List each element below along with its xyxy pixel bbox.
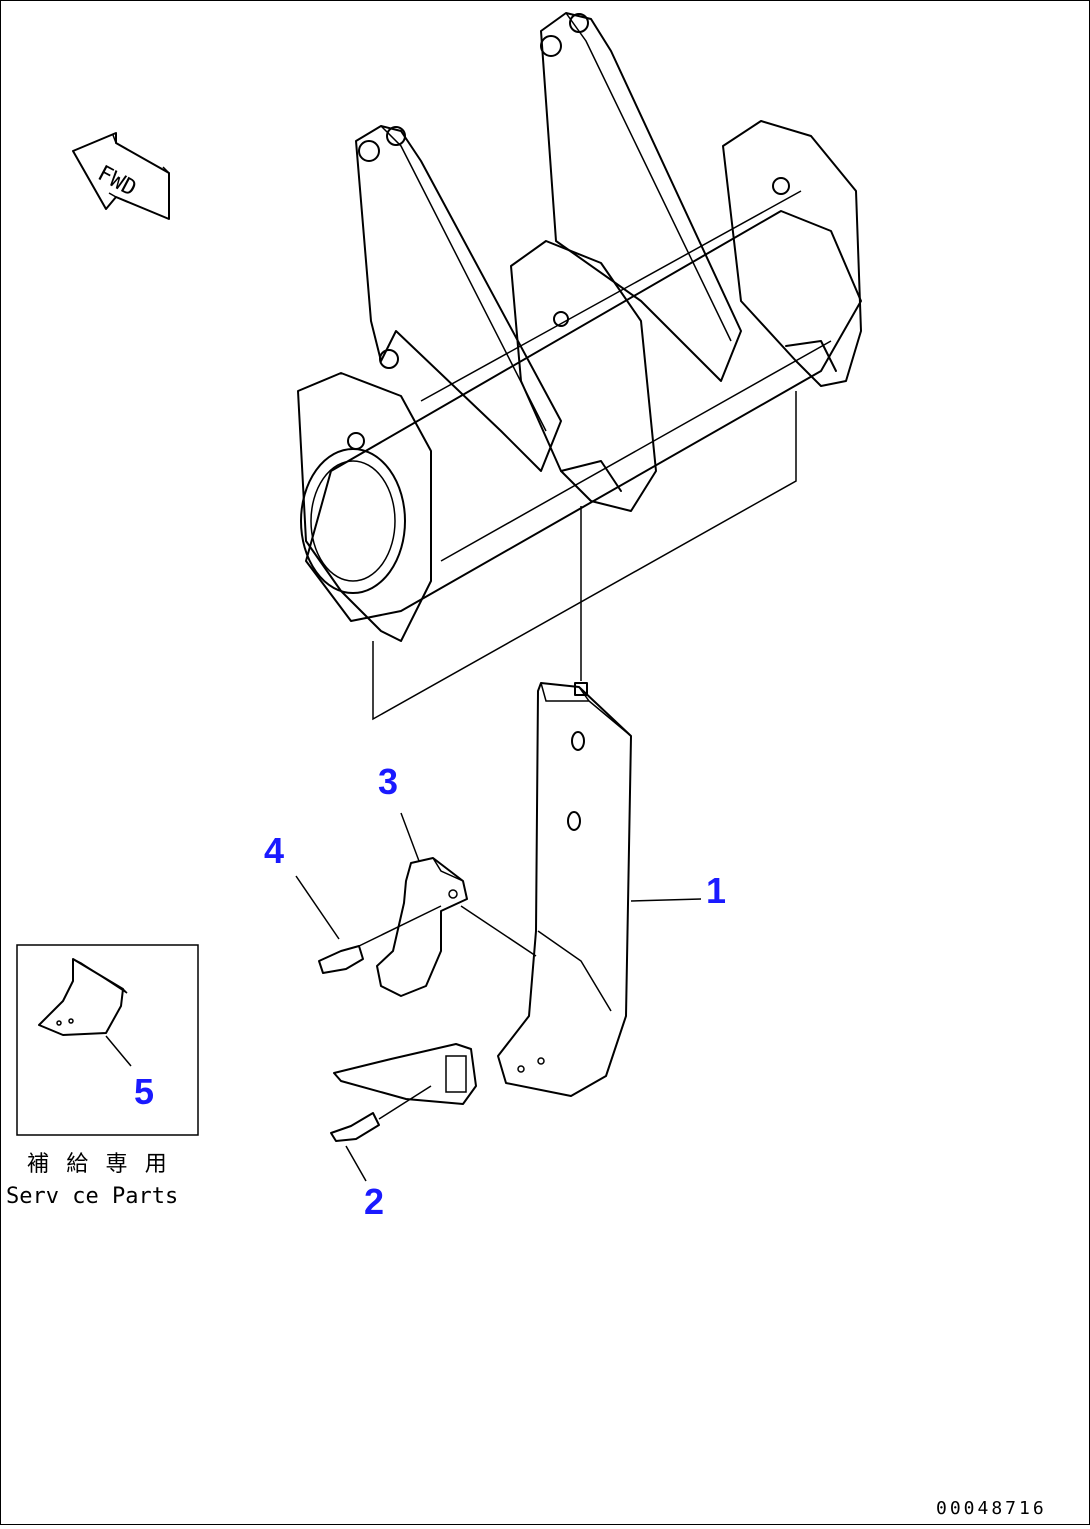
fwd-label: FWD [93,161,140,202]
point-part [330,1043,477,1142]
leader-lines [105,812,702,1182]
shank-part [497,682,632,1097]
ripper-frame-assembly [297,12,862,642]
service-parts-inset [16,944,199,1136]
mounting-lines [372,391,797,721]
fwd-arrow-icon: FWD [72,132,170,220]
inset-caption-jp: 補 給 専 用 [27,1152,169,1177]
callout-5: 5 [134,1071,154,1112]
callout-3: 3 [378,761,398,802]
callout-1: 1 [706,870,726,911]
protector-part [376,857,468,997]
callout-2: 2 [364,1181,384,1222]
callout-4: 4 [264,830,284,871]
inset-caption-en: Serv ce Parts [6,1184,178,1209]
pin-part-4 [318,905,442,974]
drawing-number: 00048716 [936,1498,1047,1519]
